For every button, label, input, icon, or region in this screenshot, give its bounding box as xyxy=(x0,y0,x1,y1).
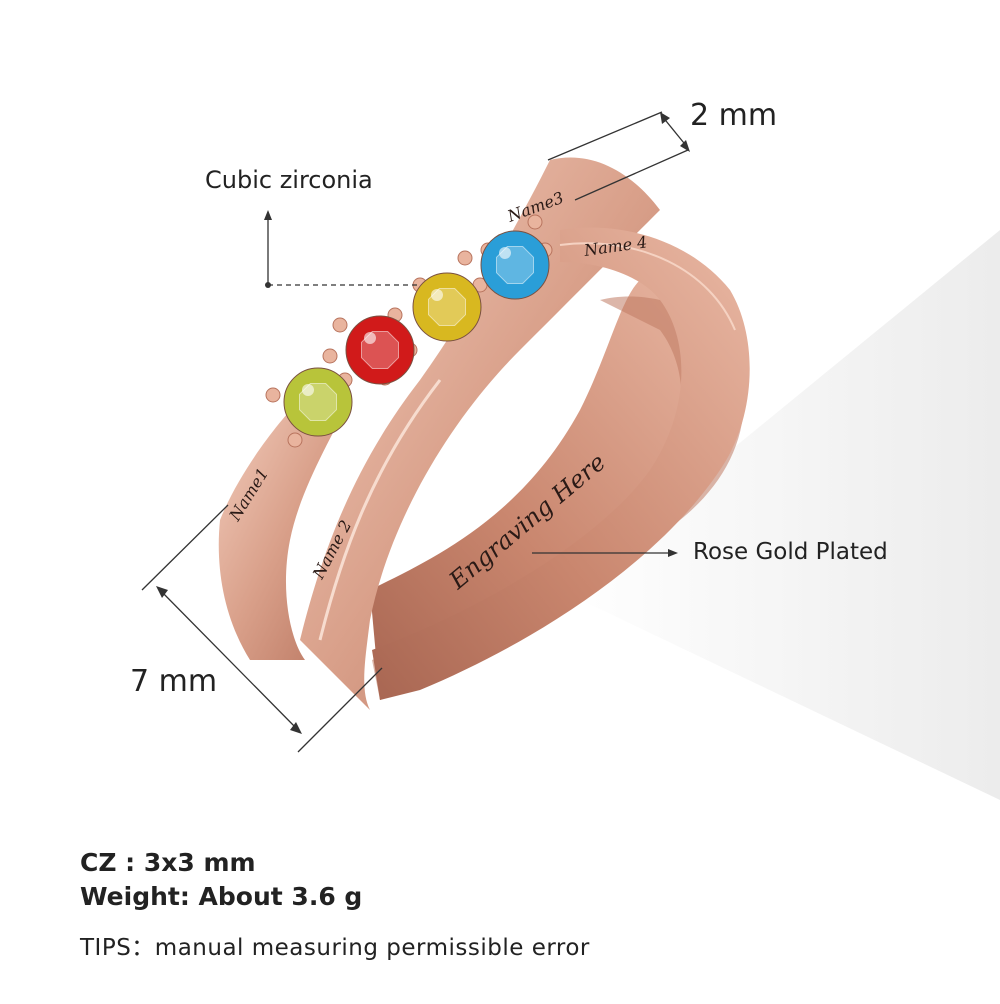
plating-label: Rose Gold Plated xyxy=(693,539,888,565)
stone-ruby xyxy=(345,315,415,385)
spec-cz-size: CZ : 3x3 mm xyxy=(80,848,256,877)
ring-band-left xyxy=(218,400,350,660)
stone-peridot xyxy=(283,367,353,437)
band-width-label: 2 mm xyxy=(690,98,778,133)
stone-citrine-sparkle xyxy=(431,289,443,301)
stones-group xyxy=(283,230,550,437)
dimension-arrows xyxy=(156,112,690,734)
cubic-zirconia-label: Cubic zirconia xyxy=(205,166,373,194)
stone-ruby-sparkle xyxy=(364,332,376,344)
stone-peridot-sparkle xyxy=(302,384,314,396)
ring-inner-band xyxy=(370,280,734,700)
ring-band-cross-1 xyxy=(300,157,660,710)
stone-aquamarine xyxy=(480,230,550,300)
background-shadow xyxy=(560,230,1000,800)
ring-highlight-2 xyxy=(559,242,736,331)
spec-weight: Weight: About 3.6 g xyxy=(80,882,363,911)
ring-band-cross-2 xyxy=(372,227,750,700)
spec-tips: TIPS：manual measuring permissible error xyxy=(80,935,590,961)
ring-highlight xyxy=(318,379,442,641)
band-height-label: 7 mm xyxy=(130,664,218,699)
stone-aquamarine-sparkle xyxy=(499,247,511,259)
stone-citrine xyxy=(412,272,482,342)
